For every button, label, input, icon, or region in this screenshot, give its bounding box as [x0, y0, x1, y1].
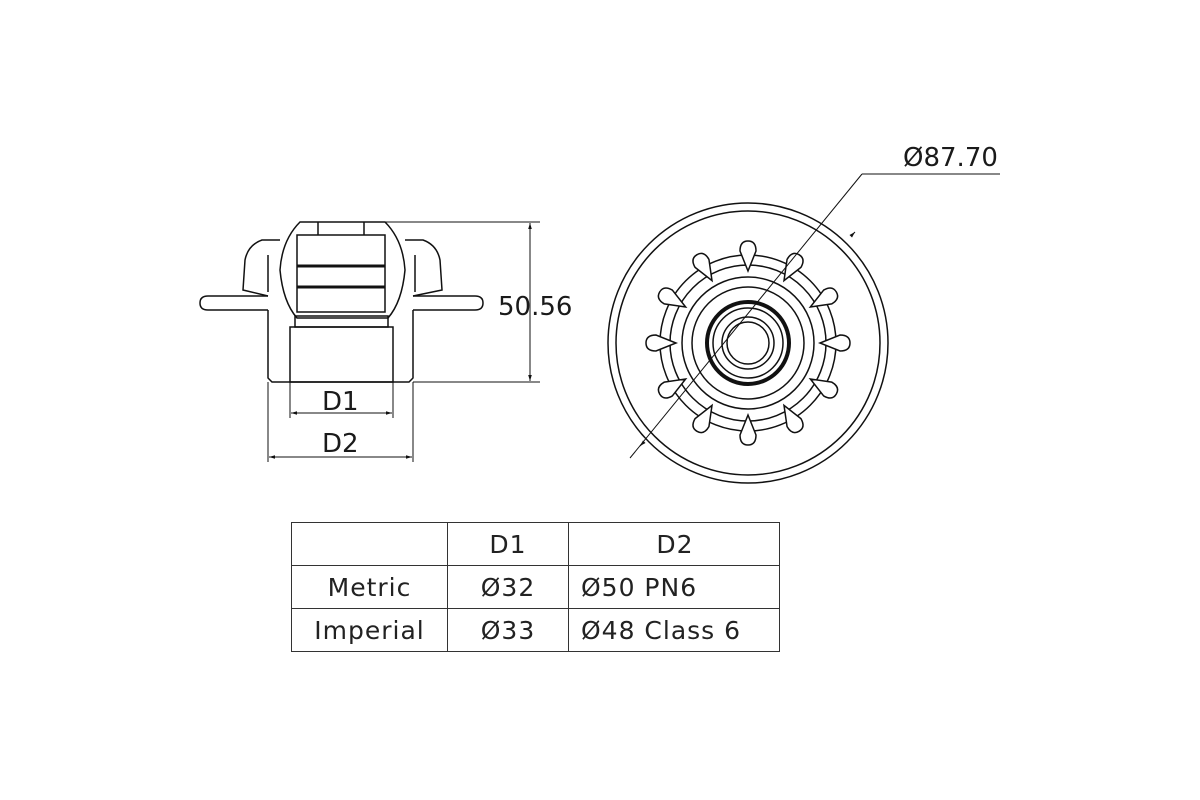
d1-label: D1 — [322, 387, 359, 417]
height-dimension — [385, 221, 540, 383]
d1-cell: Ø32 — [447, 565, 569, 609]
pipe — [289, 326, 394, 383]
teardrop-lug — [782, 403, 804, 434]
teardrop-lug — [817, 334, 851, 352]
header-cell: D2 — [568, 522, 780, 566]
teardrop-lug — [739, 412, 757, 446]
dimensions-table: D1 D2 Metric Ø32 Ø50 PN6 Imperial Ø33 Ø4… — [291, 522, 780, 652]
teardrop-ring — [645, 240, 851, 446]
teardrop-lug — [657, 287, 688, 309]
left-nut — [242, 239, 280, 297]
ball — [279, 221, 406, 319]
header-cell — [291, 522, 448, 566]
header-cell: D1 — [447, 522, 569, 566]
teardrop-lug — [739, 240, 757, 274]
teardrop-lug — [692, 403, 714, 434]
top-view — [607, 173, 1000, 484]
side-view — [199, 221, 540, 462]
d2-cell: Ø48 Class 6 — [568, 608, 780, 652]
diameter-dimension-label: Ø87.70 — [903, 143, 998, 173]
teardrop-lug — [808, 377, 839, 399]
row-label: Imperial — [291, 608, 448, 652]
right-nut — [405, 239, 443, 297]
table-header-row: D1 D2 — [291, 522, 780, 566]
d2-cell: Ø50 PN6 — [568, 565, 780, 609]
diameter-dimension — [629, 173, 1000, 459]
d2-label: D2 — [322, 429, 359, 459]
teardrop-lug — [692, 252, 714, 283]
teardrop-lug — [645, 334, 679, 352]
flange — [199, 295, 484, 311]
table-row: Imperial Ø33 Ø48 Class 6 — [291, 608, 780, 652]
teardrop-lug — [782, 252, 804, 283]
height-dimension-label: 50.56 — [498, 292, 572, 322]
d1-cell: Ø33 — [447, 608, 569, 652]
ball-bore — [296, 234, 386, 313]
table-row: Metric Ø32 Ø50 PN6 — [291, 565, 780, 609]
d2-dimension — [267, 382, 414, 462]
teardrop-lug — [808, 287, 839, 309]
row-label: Metric — [291, 565, 448, 609]
d1-dimension — [289, 382, 394, 418]
teardrop-lug — [657, 377, 688, 399]
